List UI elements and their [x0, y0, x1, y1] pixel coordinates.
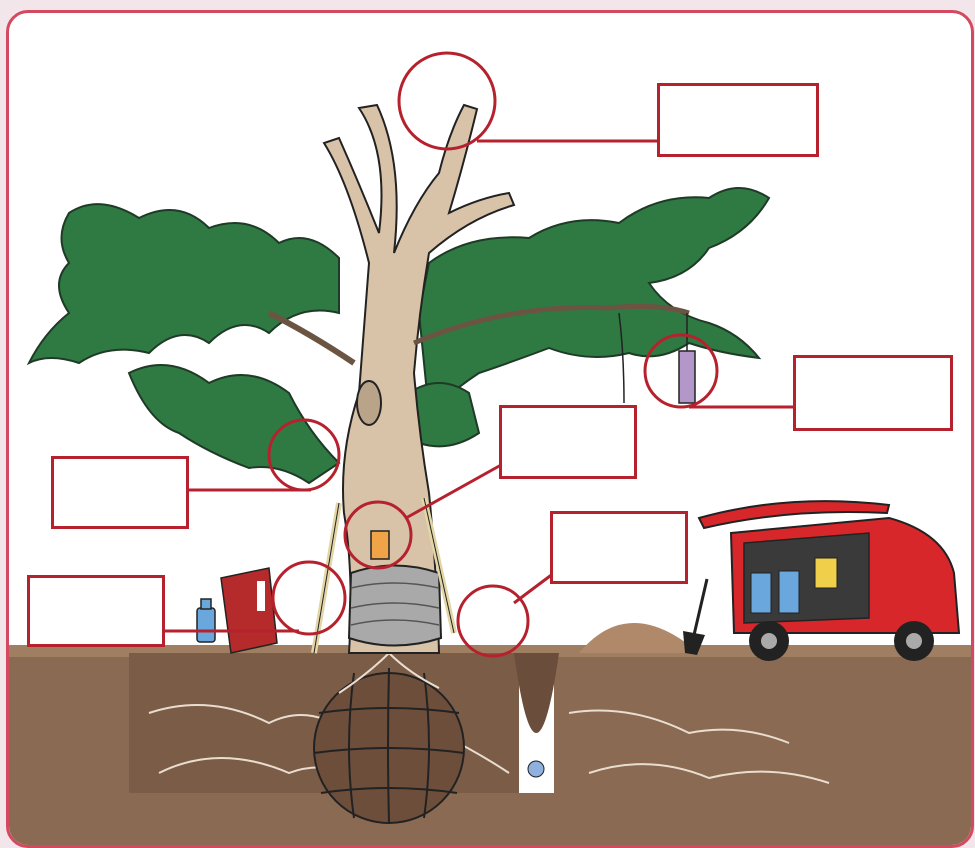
van-icon — [699, 501, 959, 661]
figure-frame — [6, 10, 974, 848]
label-box-planting-hole[interactable] — [550, 511, 688, 584]
shovel-icon — [683, 579, 707, 655]
bag-icon — [221, 568, 277, 653]
label-box-trunk-tag[interactable] — [499, 405, 637, 479]
label-box-stake-support[interactable] — [27, 575, 165, 647]
label-box-hanging-tag[interactable] — [793, 355, 953, 431]
water-drop-icon — [528, 761, 544, 777]
label-box-branch-cut[interactable] — [51, 456, 189, 529]
callout-circle-stake — [273, 562, 345, 634]
label-box-top-crown[interactable] — [657, 83, 819, 157]
tag-icon — [371, 531, 389, 559]
callout-circle-top — [399, 53, 495, 149]
bottle-icon — [197, 599, 215, 642]
